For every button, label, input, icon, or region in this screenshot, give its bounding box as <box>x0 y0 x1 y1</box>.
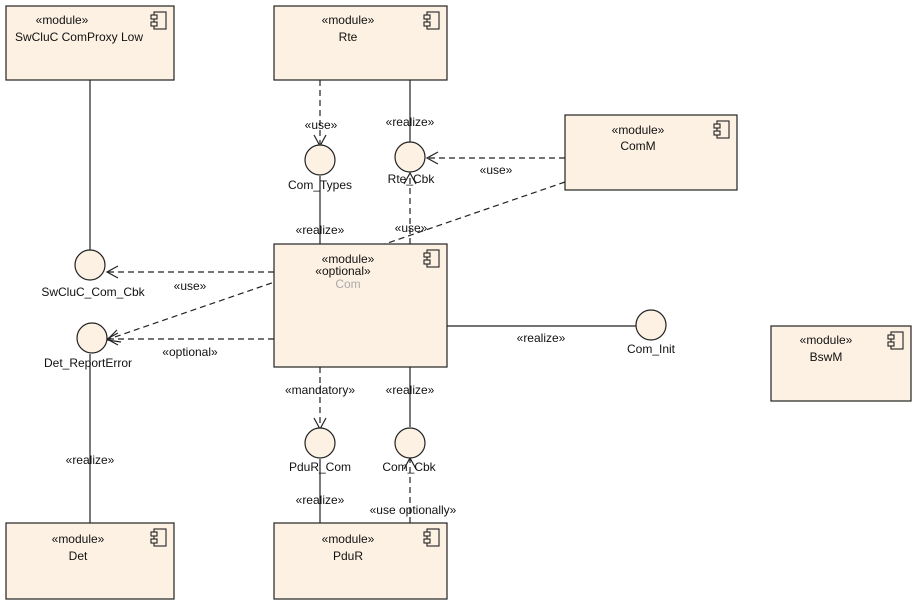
rte-realize-label: «realize» <box>386 115 435 129</box>
module-swcluc[interactable]: «module» SwCluC ComProxy Low <box>5 5 175 81</box>
module-com[interactable]: «module» Com «optional» <box>273 243 448 368</box>
connector-labels: «use» «realize» «use» «realize» «use» «u… <box>66 115 566 517</box>
com-realize-cbk-label: «realize» <box>386 383 435 397</box>
component-icon <box>423 11 440 30</box>
component-icon <box>887 331 904 350</box>
pdur-use-optionally-label: «use optionally» <box>370 503 457 517</box>
interface-label: Rte_Cbk <box>388 172 436 186</box>
interface-label: Com_Init <box>627 342 676 356</box>
interface-com-types[interactable]: Com_Types <box>288 144 352 192</box>
interface-pdur-com[interactable]: PduR_Com <box>289 427 351 474</box>
com-use-swcluc-label: «use» <box>174 279 207 293</box>
component-icon <box>150 528 167 547</box>
module-pdur[interactable]: «module» PduR <box>273 522 448 600</box>
stereotype: «module» <box>36 13 89 27</box>
interface-com-init[interactable]: Com_Init <box>627 309 676 356</box>
comm-use-arrowhead <box>425 151 439 165</box>
com-mandatory-label: «mandatory» <box>285 383 355 397</box>
component-icon <box>423 528 440 547</box>
interface-com-cbk[interactable]: Com_Cbk <box>382 427 437 474</box>
com-use-rte-arrowhead <box>403 171 417 185</box>
module-name: ComM <box>620 139 655 153</box>
comm-use-label: «use» <box>480 163 513 177</box>
com-realize-init-label: «realize» <box>517 331 566 345</box>
com-use-rte-label: «use» <box>395 221 428 235</box>
stereotype: «module» <box>322 13 375 27</box>
module-det[interactable]: «module» Det <box>5 522 175 600</box>
optional-stereotype: «optional» <box>315 264 371 278</box>
pdur-realize-label: «realize» <box>296 493 345 507</box>
stereotype: «module» <box>612 123 665 137</box>
module-name: Rte <box>339 30 358 44</box>
interface-swcluc-com-cbk[interactable]: SwCluC_Com_Cbk <box>41 249 146 299</box>
module-name: SwCluC ComProxy Low <box>15 30 143 44</box>
component-icon <box>713 120 730 139</box>
stereotype: «module» <box>322 252 375 266</box>
stereotype: «module» <box>52 532 105 546</box>
rte-use-label: «use» <box>305 118 338 132</box>
interface-label: Com_Types <box>288 178 352 192</box>
stereotype: «module» <box>322 532 375 546</box>
module-name: PduR <box>333 549 363 563</box>
module-name: Det <box>69 549 88 563</box>
module-rte[interactable]: «module» Rte <box>273 5 448 81</box>
component-icon <box>423 249 440 268</box>
interface-rte-cbk[interactable]: Rte_Cbk <box>388 141 436 186</box>
interface-label: SwCluC_Com_Cbk <box>41 285 145 299</box>
interface-label: PduR_Com <box>289 460 351 474</box>
interface-label: Det_ReportError <box>44 356 132 370</box>
module-name: BswM <box>810 350 843 364</box>
com-optional-det-label: «optional» <box>162 345 218 359</box>
component-icon <box>150 11 167 30</box>
interface-det-reporterror[interactable]: Det_ReportError <box>44 322 132 370</box>
interface-label: Com_Cbk <box>382 460 436 474</box>
com-use-swcluc-arrowhead <box>105 265 119 279</box>
com-realize-types-label: «realize» <box>296 223 345 237</box>
module-name: Com <box>335 277 360 291</box>
module-comm[interactable]: «module» ComM <box>564 114 738 191</box>
det-realize-label: «realize» <box>66 453 115 467</box>
module-bswm[interactable]: «module» BswM <box>770 325 912 402</box>
stereotype: «module» <box>800 333 853 347</box>
